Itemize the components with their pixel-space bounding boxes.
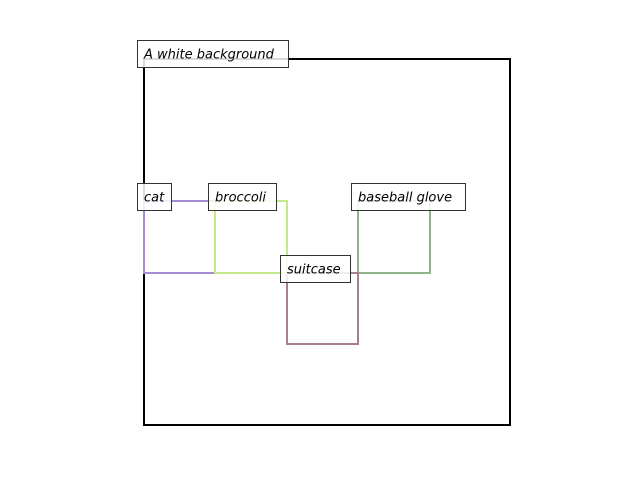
cat-label-text: cat <box>144 191 165 206</box>
scene-frame <box>143 58 511 426</box>
baseball-glove-label-text: baseball glove <box>358 191 452 206</box>
broccoli-label-text: broccoli <box>215 191 266 206</box>
baseball-glove-box <box>357 200 431 274</box>
suitcase-label-text: suitcase <box>287 263 341 278</box>
cat-box <box>143 200 216 274</box>
broccoli-label: broccoli <box>208 183 277 211</box>
cat-label: cat <box>137 183 172 211</box>
scene-caption-text: A white background <box>143 48 275 63</box>
broccoli-box <box>214 200 288 274</box>
baseball-glove-label: baseball glove <box>351 183 466 211</box>
suitcase-box <box>286 272 359 345</box>
suitcase-label: suitcase <box>280 255 351 283</box>
scene-caption: A white background <box>137 40 289 68</box>
